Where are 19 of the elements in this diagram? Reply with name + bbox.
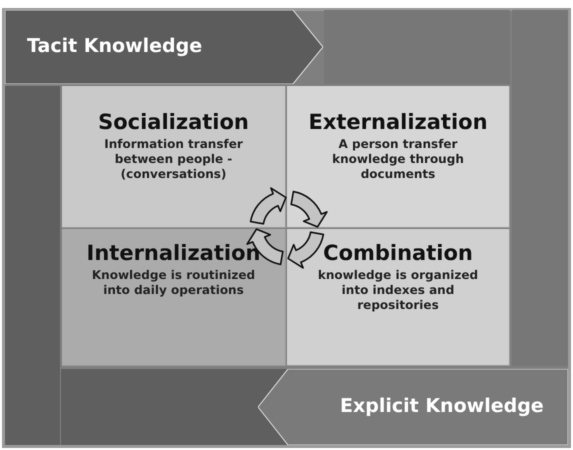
quadrant-description: knowledge is organized into indexes and repositories [316,268,480,314]
quadrant-box [62,86,286,228]
band-title: Explicit Knowledge [340,395,544,417]
band [512,10,568,366]
quadrant-description: A person transfer knowledge through documents [331,137,465,182]
chevron-band [258,369,568,445]
quadrant-heading: Combination [322,241,474,266]
chevron-band [5,10,323,84]
quadrant-heading: Socialization [97,110,250,136]
quadrant-heading: Internalization [86,241,262,266]
quadrant-box [287,86,510,228]
band [5,86,60,445]
quadrant-description: Knowledge is routinized into daily operations [90,268,256,298]
quadrant-box [62,229,286,366]
band [324,10,510,84]
quadrant-heading: Externalization [307,110,489,136]
band-title: Tacit Knowledge [27,35,202,57]
quadrant-description: Information transfer between people - (conversations) [103,137,244,182]
quadrant-box [287,229,510,366]
